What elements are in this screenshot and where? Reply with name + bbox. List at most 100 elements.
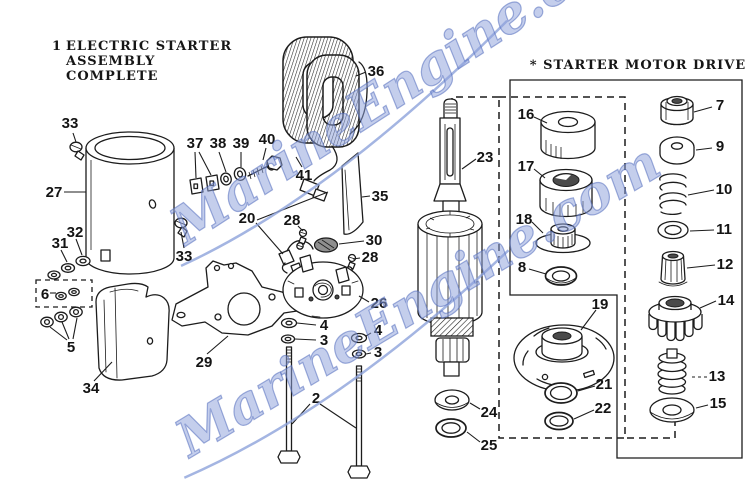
part-29-bracket <box>171 260 298 336</box>
part-4-washer-second <box>350 332 368 344</box>
callout-21: 21 <box>577 376 613 393</box>
callout-28a: 28 <box>284 212 304 232</box>
part-number-label: 4 <box>374 322 383 339</box>
part-36-field-coil <box>282 36 368 148</box>
part-number-label: 18 <box>516 211 533 228</box>
callout-6: 6 <box>41 286 56 303</box>
part-number-label: 17 <box>518 158 535 175</box>
part-18-flanged-bushing <box>535 223 591 254</box>
part-15-thrust-washer <box>649 397 695 423</box>
part-9-spacer-washer <box>659 136 695 165</box>
part-16-spacer <box>540 110 596 160</box>
part-number-label: 2 <box>312 390 320 407</box>
callout-25: 25 <box>466 431 497 454</box>
part-number-label: 40 <box>259 131 276 148</box>
part-10-spring <box>659 173 687 215</box>
part-22-ring <box>544 411 574 431</box>
part-number-label: 33 <box>62 115 79 132</box>
callout-5: 5 <box>49 317 78 356</box>
callout-39: 39 <box>233 135 249 167</box>
part-number-label: 26 <box>371 295 388 312</box>
callouts: 33 27 37 38 39 40 36 41 35 33 20 28 30 2… <box>41 63 735 454</box>
armature-group-dashed-box <box>451 96 676 439</box>
callout-4a: 4 <box>296 317 329 334</box>
callout-33b: 33 <box>176 231 192 265</box>
callout-38: 38 <box>210 135 227 173</box>
callout-9: 9 <box>695 138 724 155</box>
part-19-drive-end-plate <box>513 324 615 392</box>
watermark-swoosh <box>180 19 509 268</box>
part-number-label: 7 <box>716 97 724 114</box>
part-number-label: 6 <box>41 286 49 303</box>
part-21-snap-ring <box>544 382 578 404</box>
part-40-terminal-stud <box>247 155 283 180</box>
callout-23: 23 <box>461 149 493 170</box>
part-8-bushing-washer <box>544 266 578 286</box>
part-37-insulators <box>189 174 220 195</box>
part-34-mount-clamp <box>95 282 170 381</box>
part-41-lead-wire <box>299 145 338 202</box>
part-7-locknut <box>660 95 694 126</box>
drive-box-title: * STARTER MOTOR DRIVE <box>530 58 746 73</box>
part-31-washer <box>60 263 76 273</box>
part-number-label: 28 <box>284 212 301 229</box>
callout-11: 11 <box>689 221 732 238</box>
part-number-label: 11 <box>716 221 732 238</box>
part-number-label: 13 <box>709 368 726 385</box>
starter-motor-drive-solid-box <box>509 79 743 459</box>
part-number-label: 15 <box>710 395 727 412</box>
part-25-ring <box>435 418 467 438</box>
part-33-screw-right <box>174 217 188 238</box>
part-5-nuts <box>40 306 83 328</box>
part-12-cushion-sleeve <box>658 250 688 287</box>
part-30-brush-cap <box>313 237 339 253</box>
part-number-label: 22 <box>595 400 612 417</box>
callout-24: 24 <box>469 402 498 421</box>
callout-16: 16 <box>518 106 548 124</box>
part-number-label: 20 <box>239 210 256 227</box>
part-3-lockwasher-first <box>280 334 296 344</box>
part-number-label: 31 <box>52 235 69 252</box>
part-number-label: 38 <box>210 135 227 152</box>
part-number-label: 16 <box>518 106 535 123</box>
callout-22: 22 <box>573 400 612 420</box>
assembly-title-block: 1 ELECTRIC STARTER ASSEMBLY COMPLETE <box>52 39 231 84</box>
part-number-label: 29 <box>196 354 213 371</box>
part-17-drum <box>539 168 593 218</box>
callout-29: 29 <box>196 335 229 371</box>
callout-32: 32 <box>67 224 83 256</box>
part-number-label: 37 <box>187 135 204 152</box>
part-number-label: 21 <box>596 376 613 393</box>
part-number-label: 41 <box>296 167 313 184</box>
part-35-insulator-sheet <box>341 152 364 235</box>
callout-40: 40 <box>259 131 276 161</box>
part-number-label: 28 <box>362 249 379 266</box>
part-6-washer-set-dashed-box <box>35 279 93 308</box>
part-11-flat-washer <box>657 220 689 240</box>
part-number-label: 19 <box>592 296 609 313</box>
callout-15: 15 <box>695 395 727 412</box>
callout-37: 37 <box>187 135 212 179</box>
part-14-pinion-gear <box>648 295 703 342</box>
part-28-screws-upper <box>296 228 308 250</box>
part-number-label: 12 <box>717 256 734 273</box>
callout-17: 17 <box>518 158 546 179</box>
part-33-screw-top <box>69 141 85 161</box>
callout-3b: 3 <box>365 344 382 361</box>
callout-18: 18 <box>516 211 544 234</box>
part-23-armature <box>417 98 483 377</box>
callout-41: 41 <box>295 156 313 184</box>
part-number-label: 9 <box>716 138 724 155</box>
callout-34: 34 <box>83 361 113 397</box>
callout-13: 13 <box>689 368 725 385</box>
assembly-title-line-2: ASSEMBLY <box>65 54 155 69</box>
part-number-label: 24 <box>481 404 498 421</box>
callout-28b: 28 <box>352 249 379 266</box>
part-38-washer <box>220 172 232 186</box>
assembly-number: 1 <box>52 39 62 54</box>
part-number-label: 27 <box>46 184 63 201</box>
callout-7: 7 <box>693 97 724 114</box>
part-24-washer <box>434 389 470 411</box>
callout-4b: 4 <box>365 322 383 339</box>
